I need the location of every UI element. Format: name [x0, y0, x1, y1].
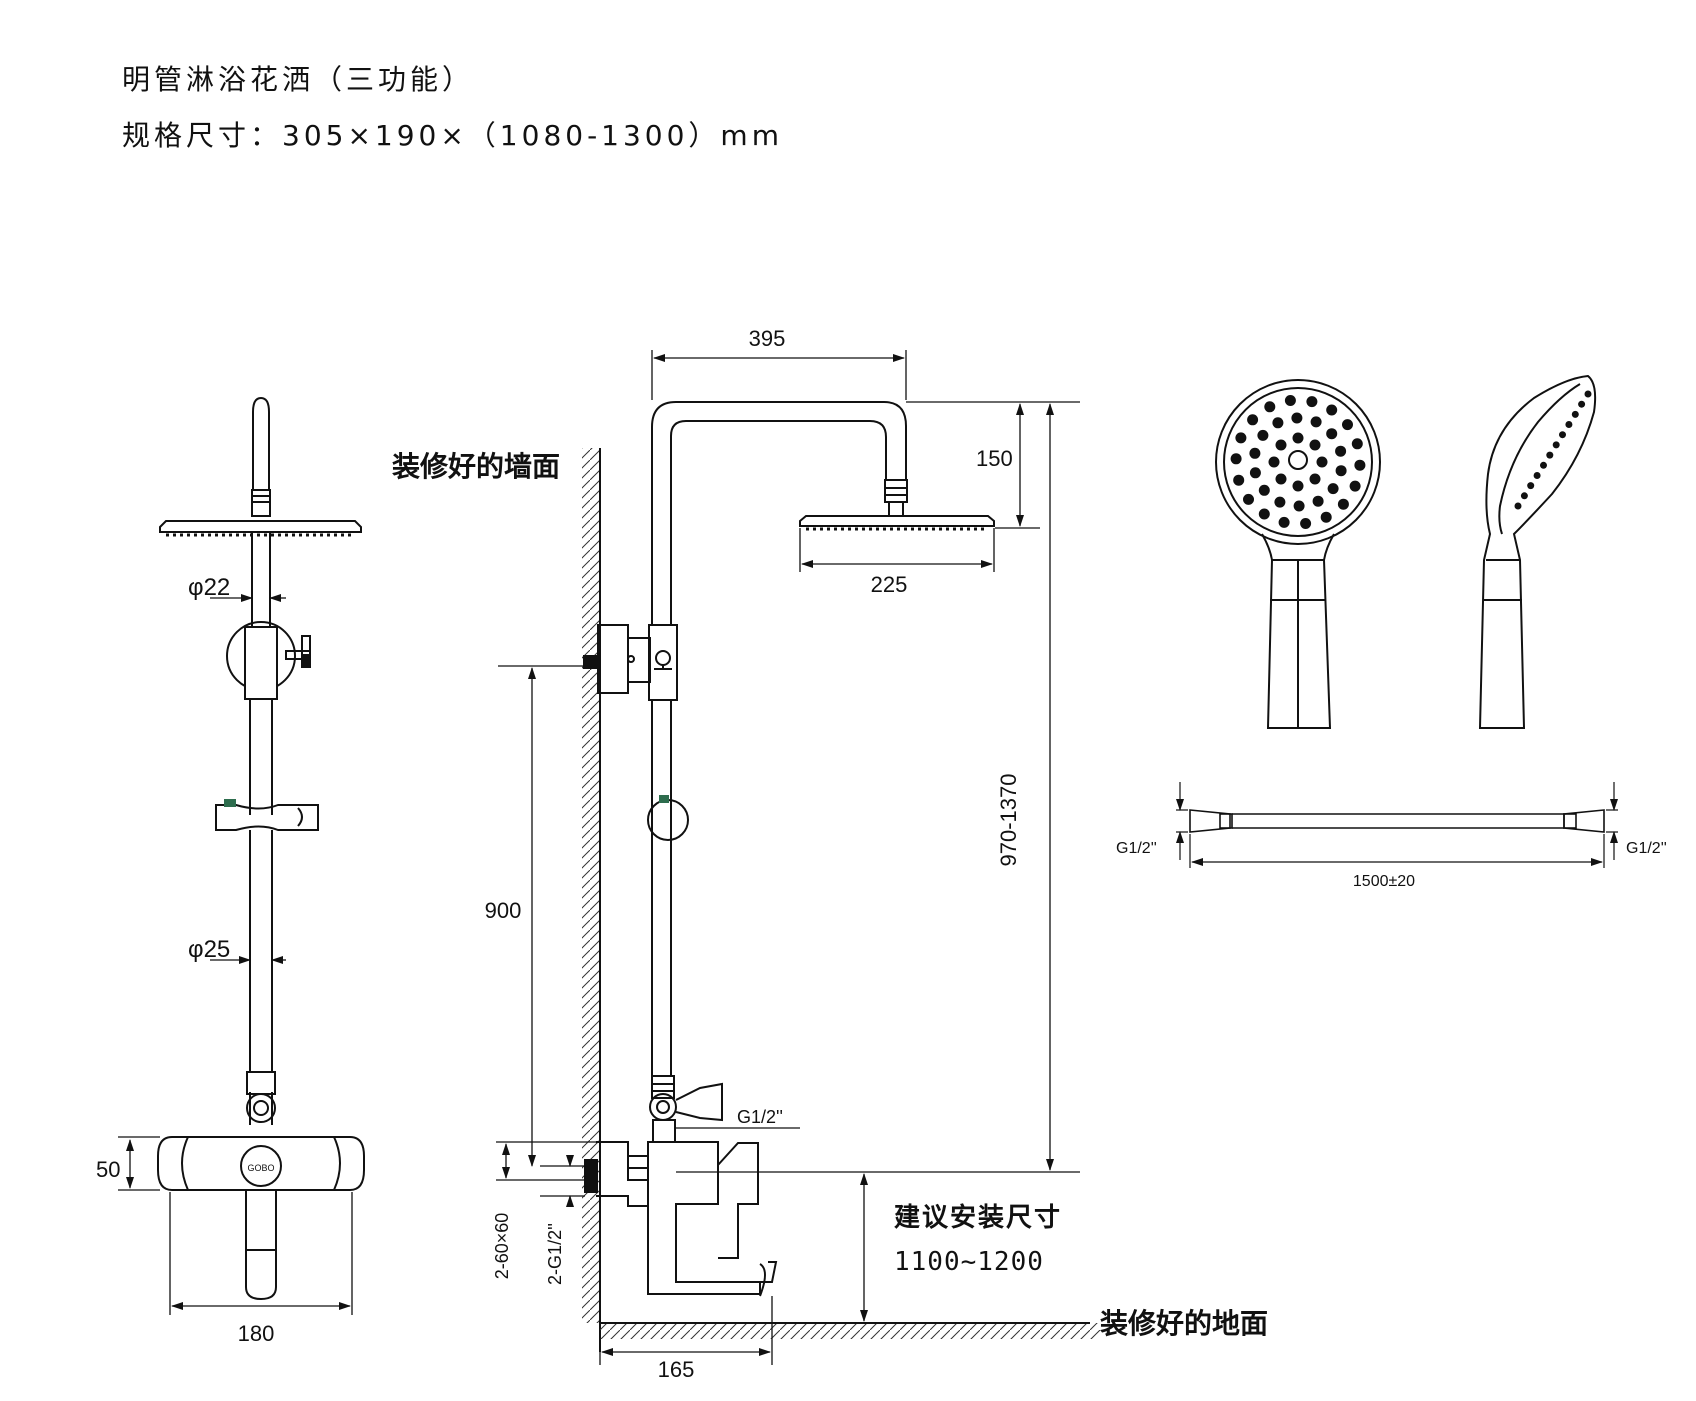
side-nozzle-dot: [1578, 400, 1586, 408]
front-shower-head: [159, 520, 362, 533]
side-nozzle-dot: [1546, 451, 1554, 459]
side-nozzle-dot: [1527, 482, 1535, 490]
nozzle-dot: [1320, 511, 1332, 523]
dim-outlet-thread: G1/2'': [737, 1107, 783, 1127]
floor: [600, 1322, 1100, 1339]
side-nozzle-dot: [1533, 472, 1541, 479]
nozzle-dot: [1291, 412, 1303, 424]
nozzle-dot: [1247, 414, 1259, 426]
nozzle-dot: [1349, 480, 1361, 492]
side-inlet-elbow: [596, 1141, 649, 1207]
wall: [582, 448, 601, 1352]
nozzle-dot: [1258, 508, 1270, 520]
nozzle-dot: [1272, 417, 1284, 429]
side-arm: [651, 401, 907, 625]
hand-shower-front: [1215, 379, 1381, 729]
nozzle-dot: [1312, 495, 1324, 507]
side-view: [583, 401, 995, 1297]
nozzle-dot: [1235, 432, 1247, 444]
nozzle-dot: [1230, 453, 1242, 465]
nozzle-dot: [1326, 404, 1338, 416]
hand-shower-nozzles: [1230, 395, 1366, 529]
hose-right-thread: G1/2'': [1626, 840, 1667, 857]
front-view: [157, 396, 365, 1301]
nozzle-dot: [1284, 395, 1296, 406]
hose-length: 1500±20: [1353, 873, 1415, 890]
nozzle-dot: [1354, 459, 1366, 471]
nozzle-dot: [1337, 498, 1349, 510]
side-slide-holder: [647, 799, 689, 841]
install-label: 建议安装尺寸: [894, 1203, 1062, 1233]
side-wall-bracket: [597, 624, 629, 694]
nozzle-dot: [1243, 493, 1254, 505]
nozzle-dot: [1292, 480, 1304, 492]
front-mixer-body: [157, 1136, 365, 1191]
drawing-spec: 规格尺寸：305×190×（1080-1300）mm: [122, 119, 783, 152]
nozzle-dot: [1249, 467, 1261, 479]
dim-arm-reach: 395: [749, 326, 786, 351]
side-nozzle-dot: [1514, 502, 1522, 510]
side-nozzle-dot: [1540, 461, 1547, 469]
side-nozzle-dot: [1559, 431, 1566, 439]
side-nozzle-dot: [1552, 441, 1560, 449]
nozzle-dot: [1292, 432, 1304, 444]
dim-pipe-upper: φ22: [188, 574, 230, 601]
dim-head-width: 225: [871, 572, 908, 597]
hand-shower-side-nozzles: [1514, 390, 1592, 510]
nozzle-dot: [1275, 473, 1287, 485]
nozzle-dot: [1316, 456, 1328, 468]
install-range: 1100~1200: [894, 1247, 1044, 1277]
nozzle-dot: [1264, 401, 1276, 413]
front-dimensions: [118, 594, 353, 1315]
hand-shower-side: [1478, 374, 1597, 729]
nozzle-dot: [1300, 518, 1312, 529]
nozzle-dot: [1258, 484, 1270, 496]
nozzle-dot: [1275, 439, 1287, 451]
nozzle-dot: [1327, 483, 1339, 495]
nozzle-dot: [1274, 496, 1286, 508]
dim-inlet-thread: 2-G1/2'': [545, 1223, 565, 1285]
side-nozzle-dot: [1520, 492, 1528, 500]
hose: [1189, 809, 1605, 833]
dim-pipe-lower: φ25: [188, 936, 230, 963]
nozzle-dot: [1309, 439, 1321, 451]
nozzle-dot: [1310, 416, 1322, 428]
wall-label: 装修好的墙面: [392, 450, 560, 483]
front-slide-bracket: [215, 804, 319, 831]
dim-bracket-height: 900: [485, 898, 522, 923]
nozzle-dot: [1309, 473, 1321, 485]
dim-inlet-spacing: 2-60×60: [492, 1213, 512, 1280]
side-nozzle-dot: [1584, 390, 1592, 398]
nozzle-dot: [1268, 456, 1280, 468]
front-brand-badge: [240, 1145, 282, 1187]
nozzle-dot: [1335, 445, 1347, 457]
dim-total-height: 970-1370: [996, 774, 1021, 867]
nozzle-dot: [1249, 447, 1261, 459]
nozzle-dot: [1293, 500, 1305, 512]
dim-valve-width: 180: [238, 1321, 275, 1346]
nozzle-dot: [1278, 516, 1290, 528]
side-nozzle-dot: [1565, 421, 1573, 428]
nozzle-dot: [1351, 438, 1363, 450]
dim-spout-depth: 165: [658, 1357, 695, 1382]
side-shower-head: [799, 515, 995, 527]
brand-mark: GOBO: [247, 1163, 274, 1173]
hose-left-thread: G1/2'': [1116, 840, 1157, 857]
hose-dimensions: [1176, 782, 1618, 868]
dim-valve-height: 50: [96, 1157, 120, 1182]
nozzle-dot: [1257, 429, 1269, 441]
nozzle-dot: [1306, 396, 1318, 408]
side-dimensions: [496, 350, 1080, 1365]
drawing-title: 明管淋浴花洒（三功能）: [122, 63, 475, 96]
nozzle-dot: [1335, 465, 1347, 477]
dim-head-drop: 150: [976, 446, 1013, 471]
side-nozzle-dot: [1571, 410, 1579, 418]
floor-label: 装修好的地面: [1100, 1307, 1268, 1340]
front-arm: [252, 396, 270, 490]
nozzle-dot: [1342, 419, 1353, 431]
side-mixer-body: [647, 1141, 761, 1295]
nozzle-dot: [1233, 474, 1245, 486]
nozzle-dot: [1326, 428, 1338, 440]
